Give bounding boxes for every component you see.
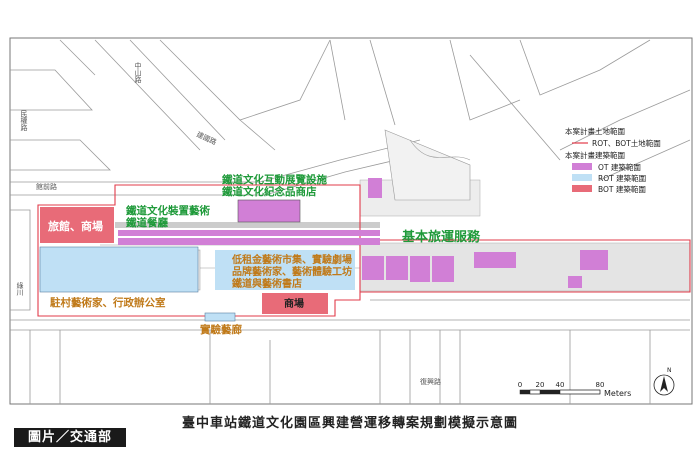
scale-tick-40: 40 bbox=[556, 381, 565, 389]
label-travel-service: 基本旅運服務 bbox=[401, 229, 481, 245]
figure-caption: 臺中車站鐵道文化園區興建營運移轉案規劃模擬示意圖 bbox=[181, 416, 518, 431]
project-boundary bbox=[37, 184, 691, 317]
north-arrow-icon: N bbox=[653, 367, 675, 396]
label-rail-art: 鐵道文化裝置藝術 bbox=[126, 204, 210, 217]
legend-bot-swatch bbox=[572, 185, 592, 192]
bot-zone-hotel-mall bbox=[40, 207, 114, 243]
road-label-fuxing: 復興路 bbox=[420, 377, 441, 386]
legend-title-land: 本案計畫土地範圍 bbox=[565, 126, 625, 136]
scale-unit: Meters bbox=[604, 389, 631, 398]
image-credit-badge: 圖片／交通部 bbox=[14, 428, 126, 447]
legend-rot: ROT 建築範圍 bbox=[598, 173, 646, 183]
ot-zone-interactive bbox=[237, 199, 301, 223]
ot-zone-east-5 bbox=[474, 252, 516, 268]
rot-zone-rail-art bbox=[118, 248, 166, 268]
legend-title-building: 本案計畫建築範圍 bbox=[565, 150, 625, 160]
rot-zone-market bbox=[215, 250, 355, 290]
legend: 本案計畫土地範圍 ROT、BOT土地範圍 本案計畫建築範圍 OT 建築範圍 RO… bbox=[565, 126, 661, 194]
label-market-3: 鐵道與藝術書店 bbox=[232, 277, 302, 290]
label-market-1: 低租金藝術市集、實驗劇場 bbox=[231, 253, 352, 266]
road-label-zhongshan: 中山路 bbox=[134, 61, 142, 84]
ot-zone-east-4 bbox=[432, 256, 454, 282]
bot-zone-mall bbox=[262, 293, 328, 314]
scale-tick-0: 0 bbox=[518, 381, 522, 389]
label-resident: 駐村藝術家、行政辦公室 bbox=[50, 296, 166, 309]
rot-zone-experimental bbox=[204, 312, 236, 322]
legend-ot: OT 建築範圍 bbox=[598, 162, 641, 172]
ot-zone-east-2 bbox=[386, 256, 408, 280]
label-interactive: 鐵道文化互動展覽設施 bbox=[222, 173, 327, 186]
scale-bar: 0 20 40 80 Meters bbox=[518, 381, 632, 398]
ot-zone-east-6 bbox=[580, 250, 608, 270]
legend-rot-swatch bbox=[572, 174, 592, 181]
scale-tick-20: 20 bbox=[536, 381, 545, 389]
map-frame bbox=[9, 37, 693, 405]
ot-zone-east-3 bbox=[410, 256, 430, 282]
north-label: N bbox=[667, 367, 672, 374]
ot-zone-east-1 bbox=[362, 256, 384, 280]
label-market-2: 品牌藝術家、藝術體驗工坊 bbox=[232, 265, 352, 278]
label-mall: 商場 bbox=[284, 297, 304, 310]
legend-rot-bot-land: ROT、BOT土地範圍 bbox=[592, 138, 661, 148]
site-plan-map: 中山路 建國路 民權路 館前路 綠川 復興路 旅館、商場 鐵道文化裝置藝術 鐵道… bbox=[9, 37, 693, 405]
label-experimental: 實驗藝廊 bbox=[200, 323, 242, 336]
legend-ot-swatch bbox=[572, 163, 592, 170]
scale-tick-80: 80 bbox=[596, 381, 605, 389]
road-label-lane: 館前路 bbox=[36, 182, 57, 191]
ot-zone-north bbox=[368, 178, 382, 198]
road-label-minquan: 民權路 bbox=[20, 110, 28, 132]
label-rail-dining: 鐵道餐廳 bbox=[126, 216, 168, 229]
ot-zone-east-7 bbox=[568, 276, 582, 288]
road-label-side: 綠川 bbox=[16, 281, 24, 296]
label-souvenir: 鐵道文化紀念品商店 bbox=[222, 185, 317, 198]
label-hotel-mall: 旅館、商場 bbox=[48, 219, 103, 233]
road-network bbox=[10, 39, 691, 404]
ot-zone-platform bbox=[118, 238, 380, 245]
legend-bot: BOT 建築範圍 bbox=[598, 184, 646, 194]
ot-zone-platform-2 bbox=[118, 230, 380, 236]
